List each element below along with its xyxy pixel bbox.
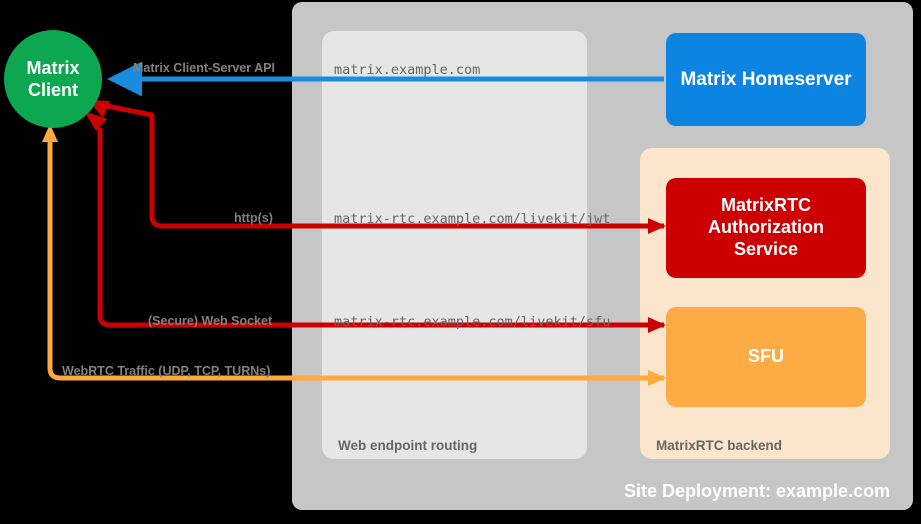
auth-label-line2: Authorization — [708, 217, 824, 238]
node-matrix-homeserver-label: Matrix Homeserver — [680, 68, 852, 90]
node-auth-label: MatrixRTC Authorization Service — [708, 195, 824, 261]
auth-label-line1: MatrixRTC — [720, 195, 811, 216]
arrow-webrtc-traffic — [42, 124, 666, 386]
client-label-line1: Matrix — [26, 57, 80, 78]
protocol-label-web-socket: (Secure) Web Socket — [148, 314, 273, 328]
caption-web-endpoint-routing: Web endpoint routing — [338, 438, 478, 453]
web-endpoint-routing-panel — [322, 31, 587, 459]
caption-site-deployment: Site Deployment: example.com — [624, 481, 891, 501]
arrow-livekit-jwt-http — [88, 100, 666, 234]
node-sfu-label: SFU — [748, 346, 784, 367]
auth-label-line3: Service — [733, 238, 799, 259]
protocol-label-webrtc-traffic: WebRTC Traffic (UDP, TCP, TURNs) — [62, 364, 271, 378]
node-sfu[interactable]: SFU — [666, 307, 866, 407]
arrow-livekit-sfu-websocket — [84, 111, 666, 333]
node-matrix-client-label: Matrix Client — [26, 57, 79, 102]
endpoint-url-matrix: matrix.example.com — [334, 62, 481, 78]
endpoint-url-livekit-sfu: matrix-rtc.example.com/livekit/sfu — [334, 314, 611, 330]
node-matrix-homeserver[interactable]: Matrix Homeserver — [666, 33, 866, 126]
protocol-label-client-server-api: Matrix Client-Server API — [133, 61, 275, 75]
protocol-label-https: http(s) — [234, 211, 273, 225]
caption-matrixrtc-backend: MatrixRTC backend — [656, 438, 783, 453]
client-label-line2: Client — [27, 80, 78, 100]
node-matrixrtc-authorization-service[interactable]: MatrixRTC Authorization Service — [666, 178, 866, 278]
endpoint-url-livekit-jwt: matrix-rtc.example.com/livekit/jwt — [334, 211, 611, 227]
node-matrix-client[interactable]: Matrix Client — [4, 30, 102, 128]
